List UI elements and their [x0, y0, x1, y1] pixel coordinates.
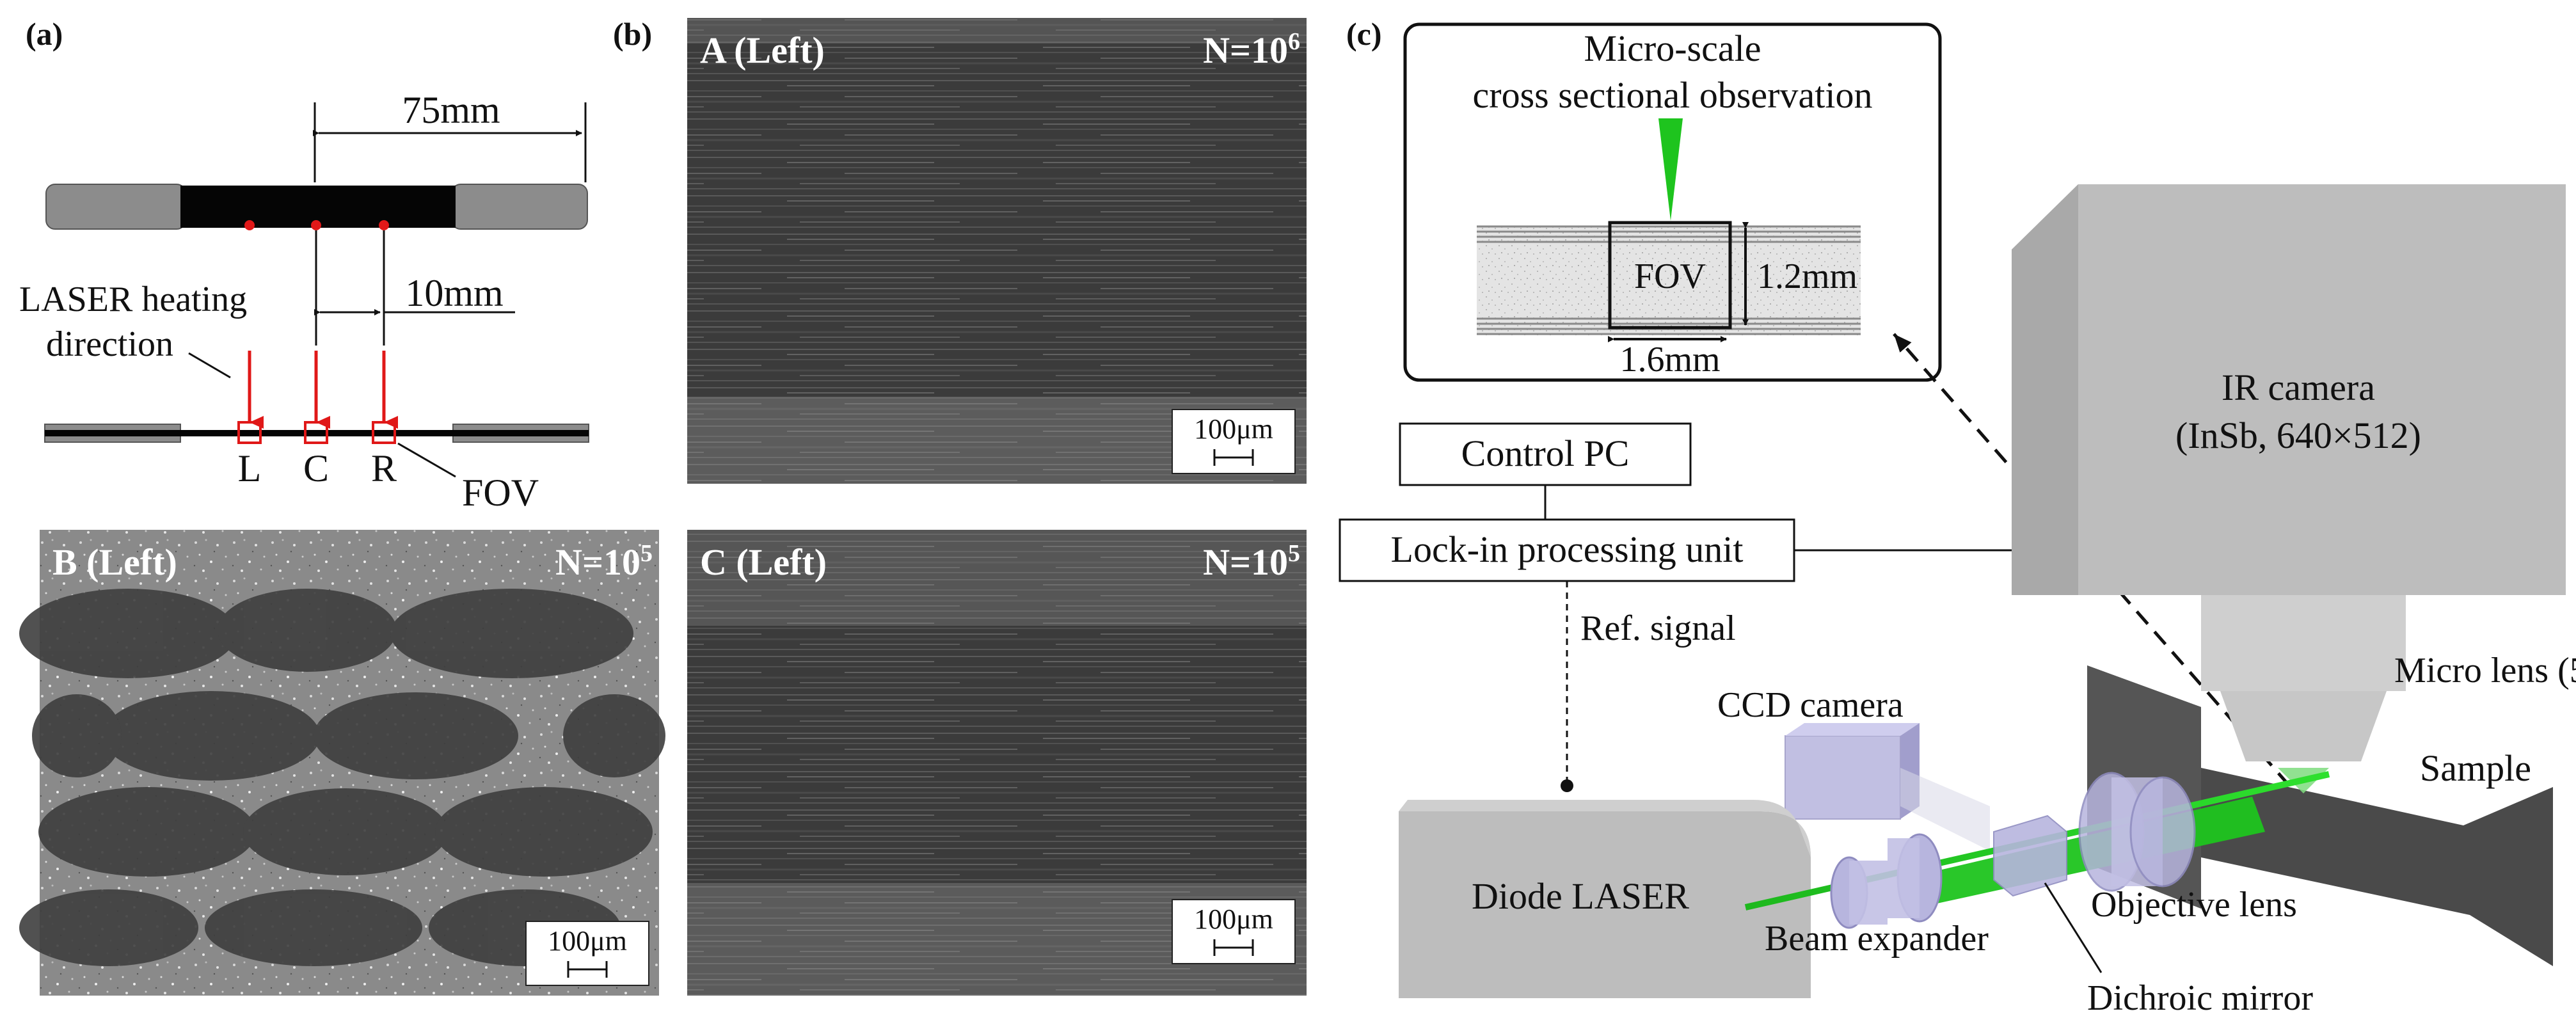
micrograph-b: B (Left) N=105 100μm	[19, 530, 665, 996]
inset-fov-box	[1608, 221, 1732, 330]
objective-lens	[2078, 772, 2196, 892]
micrograph-c-top-band	[687, 530, 1307, 626]
grip-left-top	[45, 184, 186, 230]
specimen-side	[45, 430, 589, 436]
control-pc-box	[1399, 422, 1692, 486]
ccd-camera	[1785, 723, 1990, 851]
diode-laser-top	[1399, 800, 1811, 857]
micrograph-b-cycles-exp: 5	[640, 540, 653, 567]
panel-c-label: (c)	[1346, 16, 1382, 52]
micrograph-a-cycles-base: N=10	[1203, 29, 1288, 71]
micrograph-c: C (Left) N=105 100μm	[687, 530, 1307, 996]
ir-camera-side	[2012, 184, 2078, 595]
inset-cross-section: Micro-scale cross sectional observation …	[1403, 22, 1942, 382]
ccd-camera-text: CCD camera	[1717, 685, 1904, 725]
inset-fov-text: FOV	[1634, 257, 1706, 296]
ir-camera-text2: (InSb, 640×512)	[2175, 415, 2421, 456]
panel-b-label: (b)	[613, 16, 652, 52]
dichroic-text: Dichroic mirror	[2087, 978, 2313, 1018]
objective-lens-back	[2129, 776, 2196, 887]
dichroic-leader	[2044, 882, 2103, 973]
objective-lens-text: Objective lens	[2091, 885, 2297, 925]
diode-laser-text: Diode LASER	[1472, 875, 1689, 917]
beam-expander-tube1	[1849, 861, 1888, 925]
point-label-r: R	[371, 447, 397, 489]
micrograph-a-top-band	[687, 18, 1307, 44]
micrograph-a-cycles-exp: 6	[1288, 28, 1300, 55]
fov-leader	[397, 442, 456, 478]
micrograph-c-cycles-base: N=10	[1203, 541, 1288, 583]
point-label-c: C	[303, 447, 329, 489]
beam-expander-tube2	[1888, 838, 1920, 918]
ref-signal-dot	[1561, 779, 1573, 792]
micro-lens-text: Micro lens (5×)	[2394, 651, 2576, 690]
fov-label-a: FOV	[462, 472, 539, 514]
lockin-box	[1339, 518, 1795, 582]
laser-heading-leader	[188, 352, 231, 379]
inset-title-line1: Micro-scale	[1584, 28, 1761, 69]
point-label-l: L	[238, 447, 262, 489]
grip-right-top	[451, 184, 588, 230]
laser-heading-line1: LASER heating	[19, 280, 247, 319]
point-r-dot	[379, 220, 389, 230]
ir-camera-text1: IR camera	[2222, 367, 2375, 408]
inset-height-text: 1.2mm	[1757, 257, 1857, 296]
ccd-camera-top	[1785, 723, 1920, 736]
inset-face-sheet-lines	[1477, 225, 1861, 335]
micrograph-a-scale-text: 100μm	[1194, 413, 1273, 445]
ccd-light-path	[1900, 768, 1990, 851]
micrograph-c-scale-text: 100μm	[1194, 903, 1273, 935]
point-l-dot	[244, 220, 255, 230]
fov-box-l	[237, 421, 262, 444]
micrograph-b-dark-tows	[19, 589, 665, 966]
micro-lens	[2220, 691, 2387, 761]
inset-title-line2: cross sectional observation	[1473, 74, 1873, 116]
fov-box-c	[304, 421, 328, 444]
micrograph-c-scalebox	[1172, 899, 1296, 964]
panel-a-label: (a)	[26, 16, 63, 52]
micrograph-c-cycles-exp: 5	[1288, 540, 1300, 567]
micrograph-a-image	[687, 18, 1307, 484]
sample-text: Sample	[2420, 747, 2531, 789]
micrograph-a-cycles: N=106	[1203, 28, 1300, 71]
beam-expander-text: Beam expander	[1765, 919, 1989, 958]
control-pc-text: Control PC	[1461, 433, 1630, 474]
beam-expander	[1830, 833, 1943, 929]
inset-beam-triangle	[1658, 118, 1683, 221]
micrograph-b-scale-text: 100μm	[548, 925, 627, 957]
dim-10-text: 10mm	[405, 272, 503, 314]
diode-laser-body	[1399, 811, 1811, 998]
panel-a: (a) 75mm 10mm LASER heating direction	[19, 16, 589, 514]
micrograph-a-scalebox	[1172, 409, 1296, 474]
micrograph-b-scalebox	[525, 921, 649, 986]
micrograph-b-cycles-base: N=10	[555, 541, 640, 583]
inset-core	[1477, 225, 1861, 335]
ir-camera: IR camera (InSb, 640×512)	[2012, 184, 2566, 761]
ir-camera-lens-housing	[2201, 595, 2406, 691]
dichroic-mirror-body	[1993, 815, 2067, 897]
diode-laser	[1399, 800, 1811, 998]
point-c-dot	[311, 220, 321, 230]
micrograph-a-title: A (Left)	[700, 29, 825, 71]
micrograph-c-cycles: N=105	[1203, 540, 1300, 583]
dichroic-mirror	[1993, 815, 2067, 897]
micrograph-b-title: B (Left)	[52, 541, 177, 583]
laser-heading-line2: direction	[46, 324, 173, 364]
micrograph-a: A (Left) N=106 100μm	[687, 18, 1307, 484]
dim-75-text: 75mm	[402, 89, 500, 131]
sample-body	[2087, 665, 2553, 966]
micrograph-c-title: C (Left)	[700, 541, 827, 583]
lockin-text: Lock-in processing unit	[1391, 529, 1744, 570]
micrograph-b-cycles: N=105	[555, 540, 653, 583]
inset-width-text: 1.6mm	[1619, 340, 1720, 379]
fov-box-r	[372, 421, 396, 444]
ccd-camera-body	[1785, 735, 1901, 820]
ir-camera-body	[2012, 184, 2566, 595]
ref-signal-text: Ref. signal	[1580, 608, 1736, 648]
